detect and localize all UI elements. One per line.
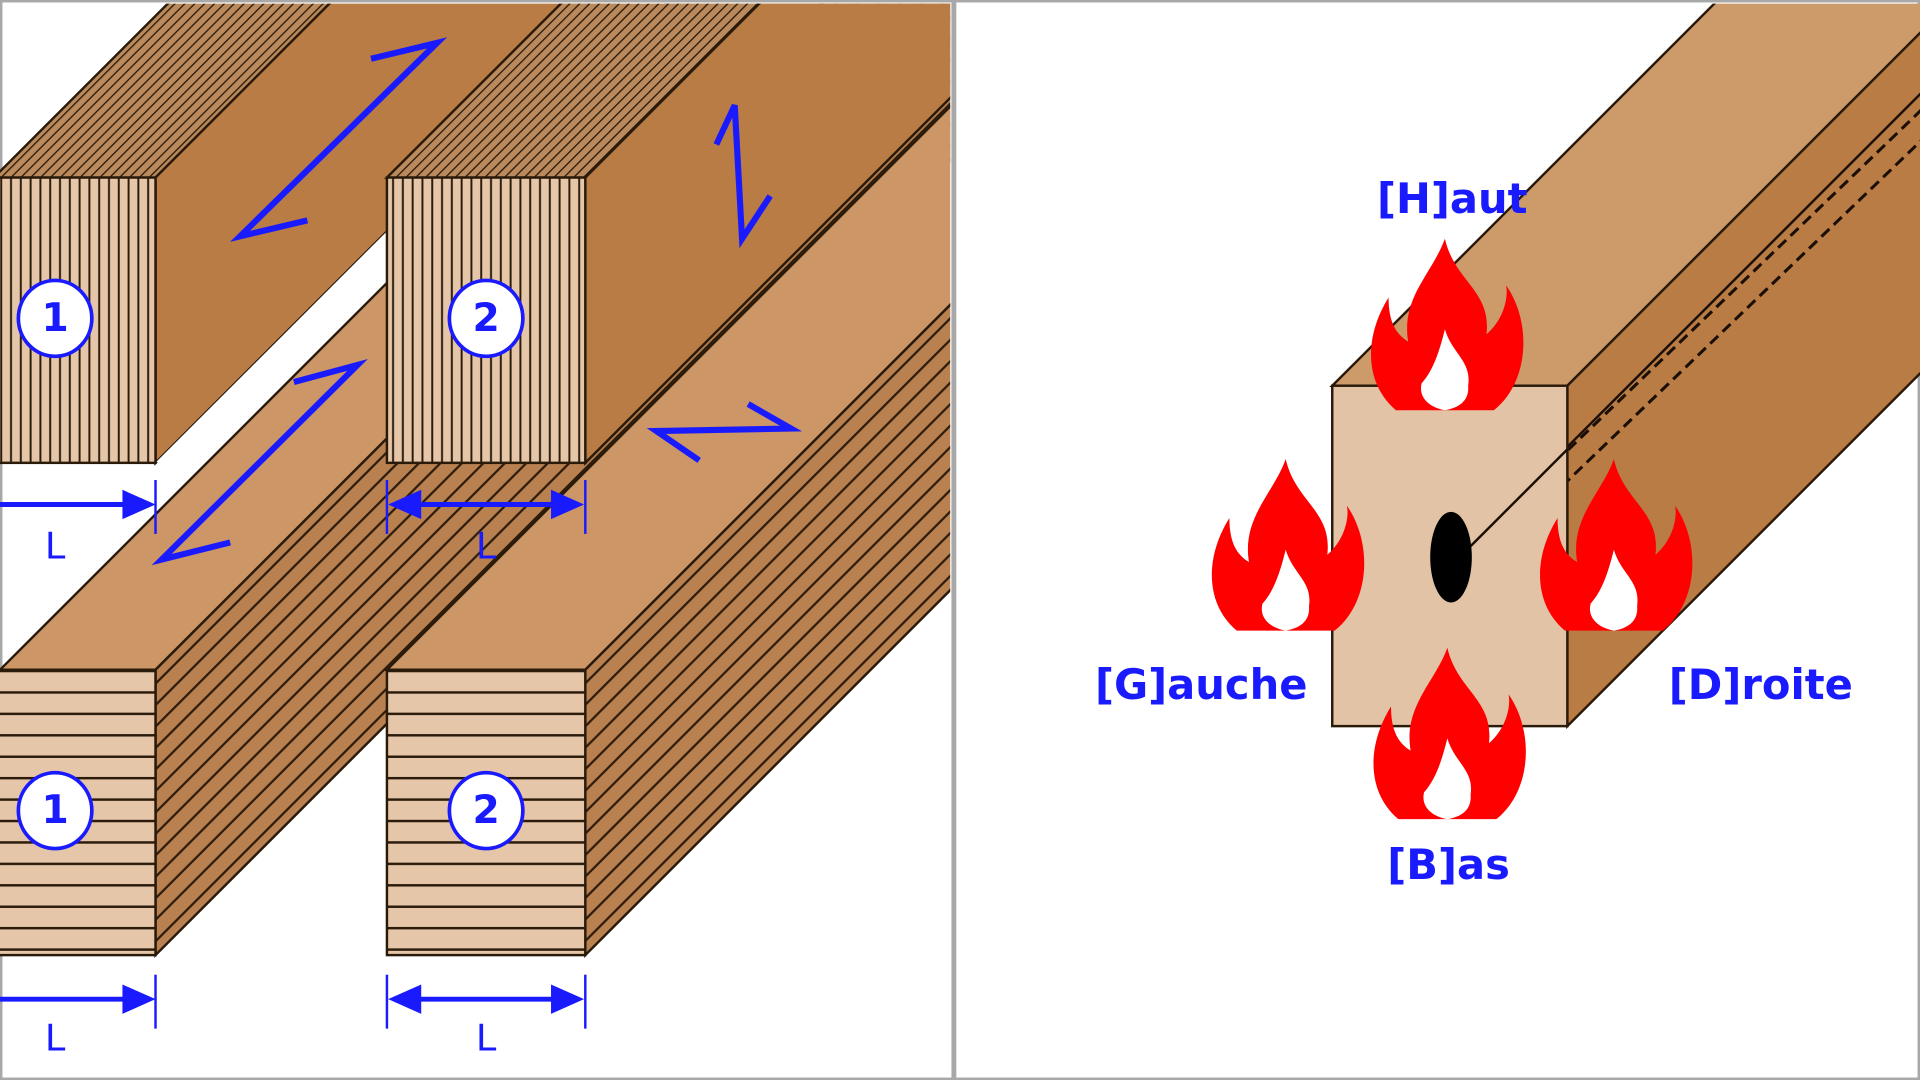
dimension-upper-1-label: L [45,524,66,567]
right-panel: [H]aut [G]auche [D]roite [B]as [1095,3,1920,889]
left-panel: 1 2 1 2 L L [0,3,951,1060]
upper-beam-1-edge-highlight [156,232,389,465]
label-right: [D]roite [1669,660,1853,709]
dimension-lower-2: L [385,974,587,1060]
zigzag-arrow-4 [646,401,803,463]
upper-beam-2 [383,3,951,466]
badge-lower-1: 1 [16,770,94,851]
badge-lower-2: 2 [447,770,525,851]
dimension-upper-1: L [0,480,157,567]
zigzag-arrow-1 [230,37,448,242]
badge-upper-2: 2 [447,278,525,359]
fire-beam-groove-line [1566,92,1920,448]
badge-lower-1-text: 1 [41,788,68,833]
badge-upper-1-text: 1 [41,296,68,341]
zigzag-arrow-2 [151,358,368,566]
label-left: [G]auche [1095,660,1307,709]
hole-channel-line [1468,448,1569,549]
zigzag-arrow-3 [713,104,773,249]
dimension-lower-2-label: L [476,1017,497,1060]
label-top: [H]aut [1377,174,1528,223]
hole [1430,511,1472,603]
dimension-upper-2: L [385,480,587,567]
dimension-lower-1-label: L [45,1017,66,1060]
badge-upper-2-text: 2 [472,296,499,341]
label-bottom: [B]as [1387,840,1510,889]
dimension-lower-1: L [0,974,157,1060]
dimension-upper-2-label: L [476,524,497,567]
badge-lower-2-text: 2 [472,788,499,833]
badge-upper-1: 1 [16,278,94,359]
